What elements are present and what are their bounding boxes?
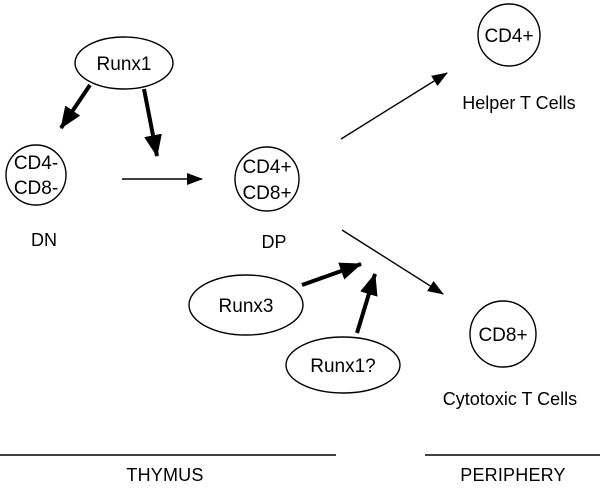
runx1-node-label: Runx1	[97, 54, 152, 75]
dn-caption: DN	[31, 230, 57, 250]
dp-node-cd8-label: CD8+	[242, 183, 291, 204]
cytotoxic-t-cells-caption: Cytotoxic T Cells	[443, 389, 577, 409]
dp-to-cytotoxic-arrow	[341, 229, 444, 295]
cd8-node: CD8+	[469, 300, 537, 368]
dp-caption: DP	[261, 232, 286, 252]
periphery-label: PERIPHERY	[460, 465, 566, 485]
thymus-label: THYMUS	[126, 465, 203, 485]
dn-node-cd8-label: CD8-	[14, 178, 58, 199]
runx1-node: Runx1	[74, 36, 174, 90]
dn-node: CD4- CD8-	[5, 144, 67, 206]
runx1-question-node-label: Runx1?	[310, 356, 376, 377]
runx1-question-node: Runx1?	[285, 336, 401, 394]
cd8-node-label: CD8+	[478, 325, 527, 346]
runx1-to-dp-arrow	[142, 88, 162, 157]
dn-node-cd4-label: CD4-	[14, 153, 58, 174]
dp-node: CD4+ CD8+	[234, 146, 300, 212]
cd4-node-label: CD4+	[484, 26, 533, 47]
runx1-to-dn-arrow	[59, 83, 92, 130]
cd4-node: CD4+	[477, 3, 541, 67]
dp-node-cd4-label: CD4+	[242, 157, 291, 178]
helper-t-cells-caption: Helper T Cells	[462, 93, 575, 113]
runx3-to-dp-cd8-arrow	[301, 262, 362, 287]
runx3-node-label: Runx3	[219, 296, 274, 317]
runx3-node: Runx3	[188, 274, 304, 336]
dp-to-helper-arrow	[340, 72, 448, 140]
runx1q-to-dp-cd8-arrow	[355, 273, 378, 334]
